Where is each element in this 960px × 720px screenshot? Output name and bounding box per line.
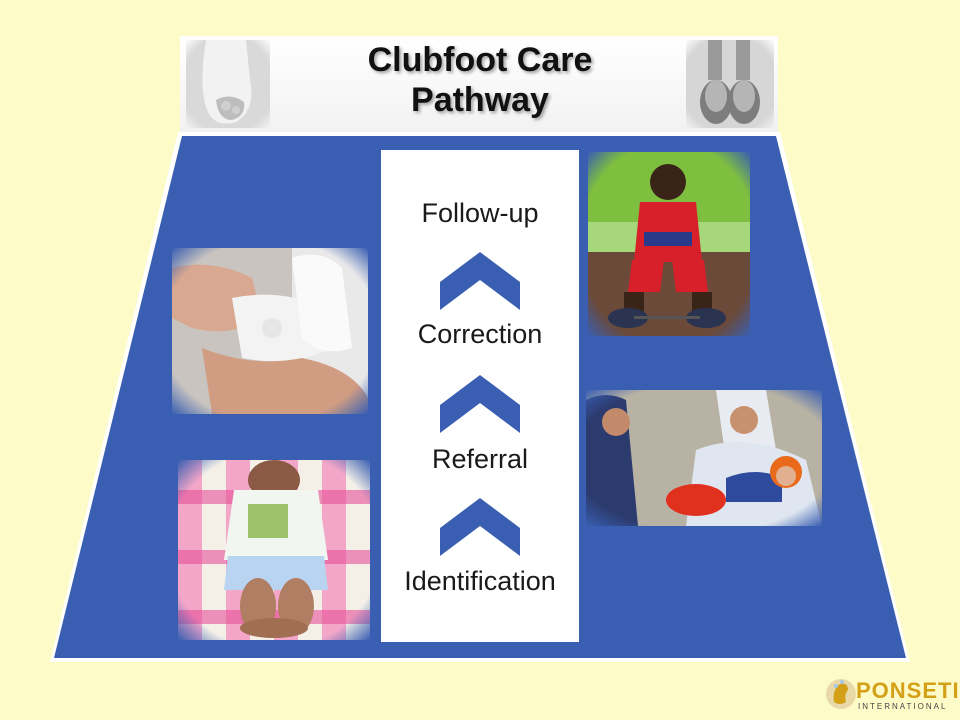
pathway-steps-column: Follow-up Correction Referral Identifica… [381, 150, 579, 642]
ponseti-logo: PONSETI INTERNATIONAL [826, 674, 959, 714]
title-band [180, 36, 778, 132]
step-referral: Referral [431, 444, 529, 474]
title-line-1: Clubfoot Care [367, 41, 593, 79]
page-title: Clubfoot Care Pathway [280, 40, 680, 120]
chevron-up-icon [440, 375, 520, 433]
chevron-up-icon [440, 498, 520, 556]
chevron-up-icon [440, 252, 520, 310]
casting-foot-photo [172, 248, 368, 414]
step-correction: Correction [417, 319, 543, 349]
clubfoot-bandaged-foot-photo [186, 40, 270, 128]
ponseti-foot-logo-icon [826, 679, 856, 709]
child-with-brace-photo [588, 152, 750, 336]
title-line-2: Pathway [411, 81, 549, 119]
logo-name: PONSETI [856, 678, 960, 703]
logo-subtitle: INTERNATIONAL [858, 702, 948, 711]
step-identification: Identification [404, 566, 556, 596]
sandals-feet-photo [686, 40, 774, 128]
step-follow-up: Follow-up [421, 198, 539, 228]
mothers-with-baby-photo [586, 390, 822, 526]
newborn-clubfoot-photo [178, 460, 370, 640]
